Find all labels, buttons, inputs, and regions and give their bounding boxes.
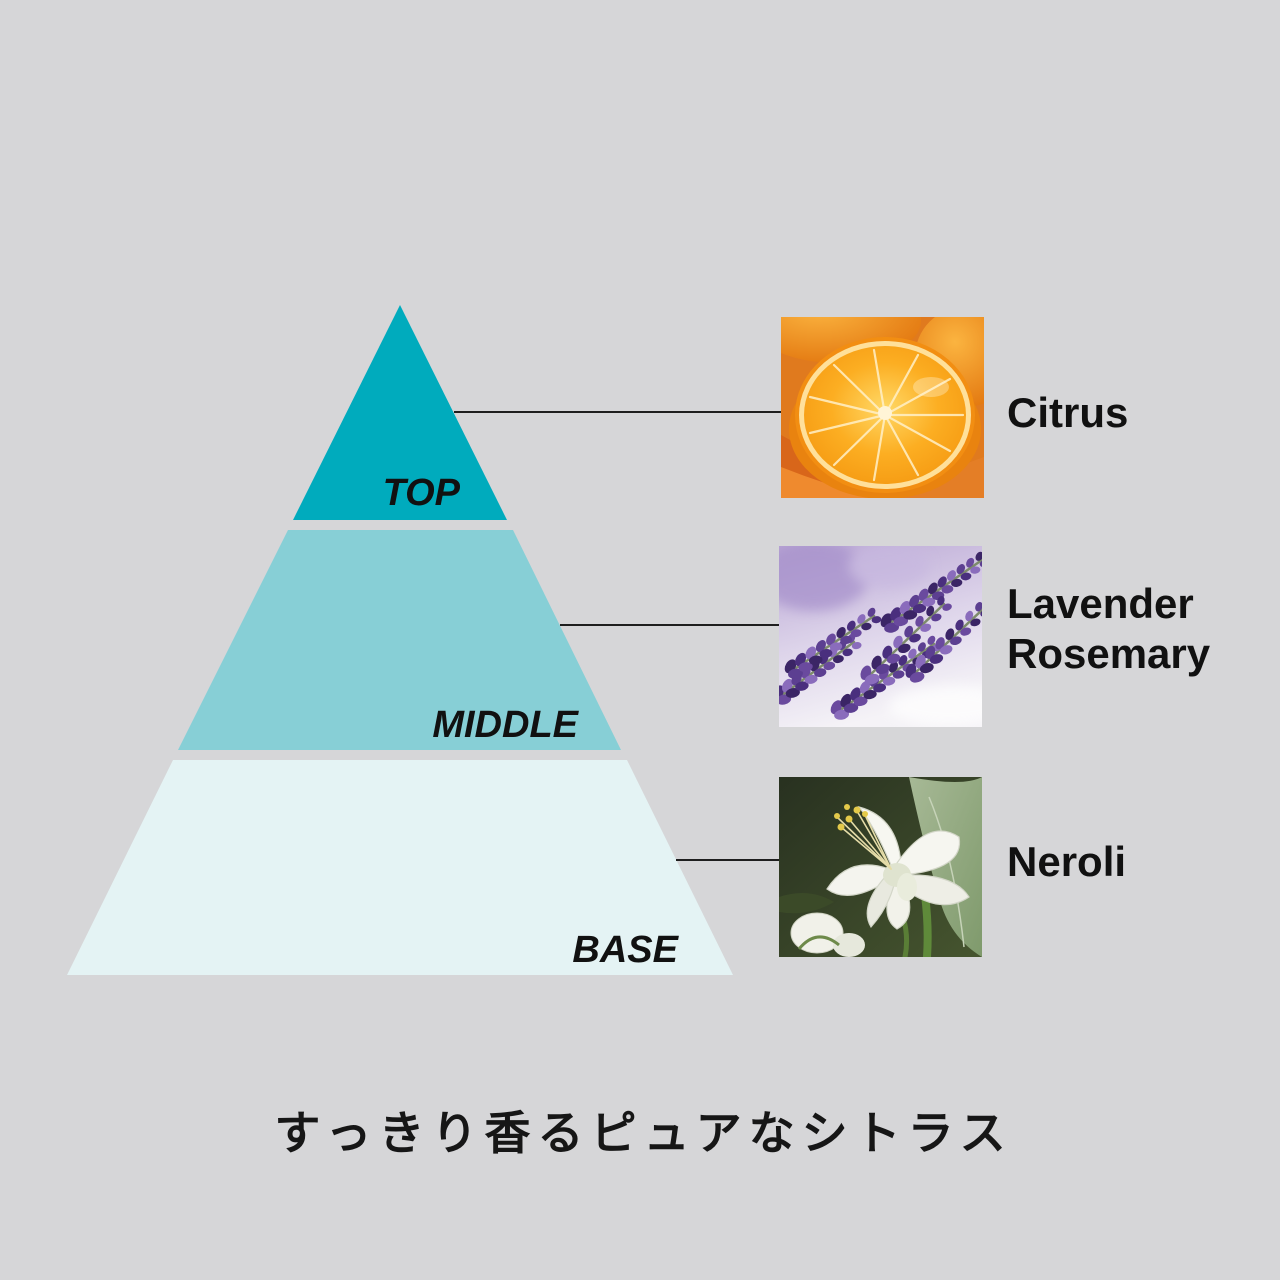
base-level-label: BASE [572, 929, 679, 971]
middle-level-label: MIDDLE [432, 704, 579, 746]
top-level-label: TOP [383, 472, 461, 514]
lavender-photo [779, 546, 982, 727]
note-line: Lavender [1007, 579, 1210, 629]
lavender-rosemary-note-label: Lavender Rosemary [1007, 579, 1210, 679]
note-line: Neroli [1007, 837, 1126, 887]
note-line: Citrus [1007, 388, 1128, 438]
neroli-flower-photo [779, 777, 982, 957]
citrus-note-label: Citrus [1007, 388, 1128, 438]
orange-photo [781, 317, 984, 498]
note-line: Rosemary [1007, 629, 1210, 679]
neroli-note-label: Neroli [1007, 837, 1126, 887]
caption: すっきり香るピュアなシトラス [0, 1100, 1280, 1166]
